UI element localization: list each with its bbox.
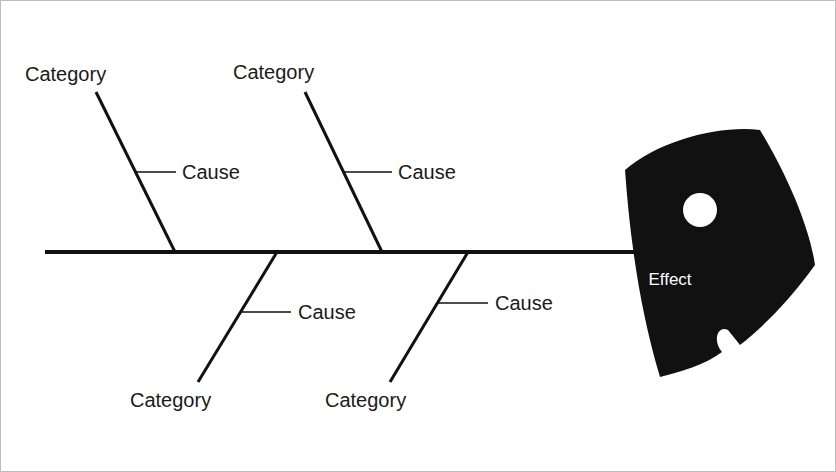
cause-branch: [437, 302, 488, 304]
fish-eye: [683, 193, 717, 227]
cause-label: Cause: [495, 291, 553, 315]
effect-label: Effect: [632, 270, 708, 290]
fish-head: Effect: [610, 120, 822, 382]
fish-head-outline: [625, 129, 815, 377]
cause-branch: [240, 311, 291, 313]
fish-head-shape: [610, 120, 822, 382]
cause-label: Cause: [182, 160, 240, 184]
cause-label: Cause: [298, 300, 356, 324]
cause-branch: [135, 171, 176, 173]
rib-line: [198, 252, 277, 382]
spine-line: [45, 250, 640, 254]
rib-line: [96, 92, 175, 252]
category-label: Category: [25, 62, 106, 86]
rib-line: [390, 252, 468, 382]
category-label: Category: [325, 388, 406, 412]
category-label: Category: [233, 60, 314, 84]
cause-branch: [343, 171, 392, 173]
cause-label: Cause: [398, 160, 456, 184]
category-label: Category: [130, 388, 211, 412]
